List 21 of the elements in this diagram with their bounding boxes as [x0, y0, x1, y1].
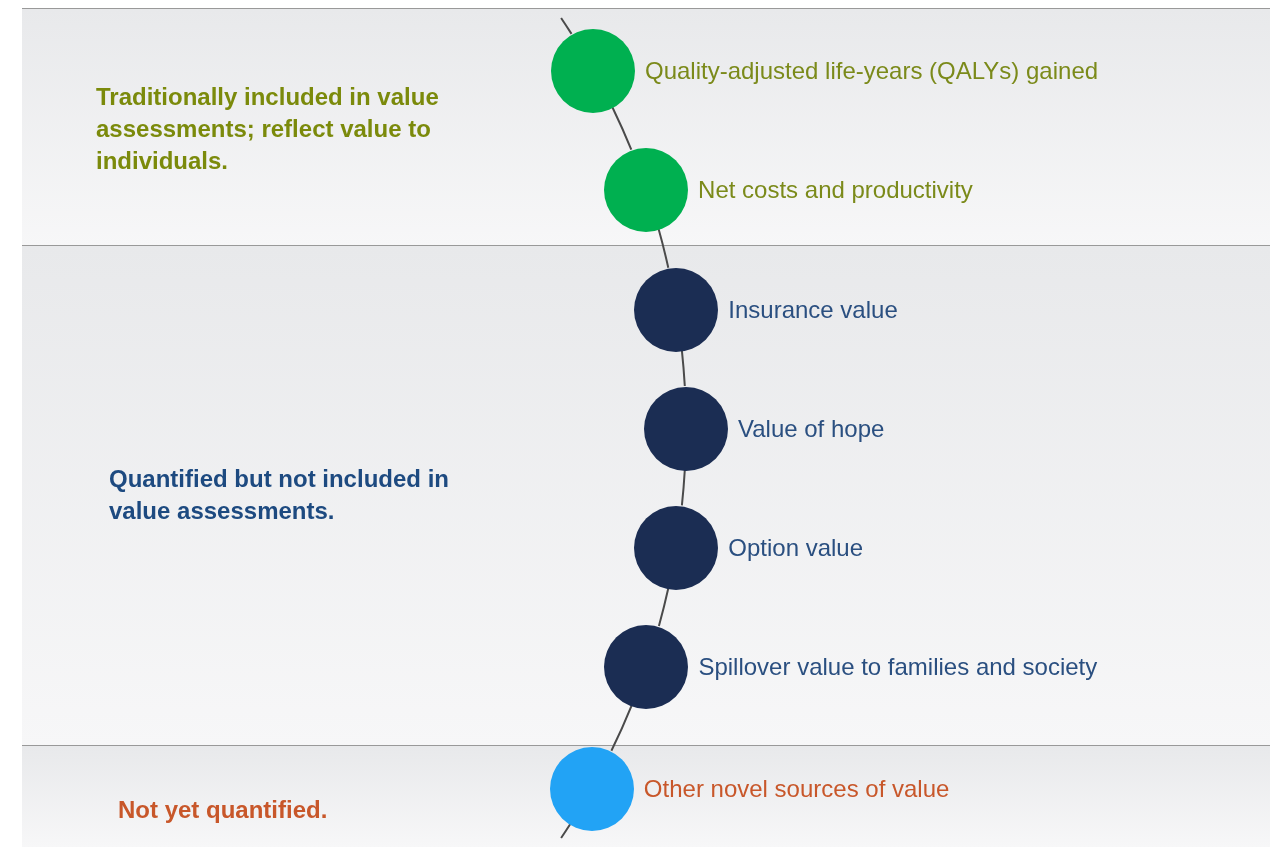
band-panel: [22, 245, 1270, 746]
value-label: Insurance value: [728, 296, 898, 324]
value-label: Net costs and productivity: [698, 176, 973, 204]
value-label: Value of hope: [738, 415, 885, 443]
band-heading: Not yet quantified.: [118, 795, 329, 825]
band-panel: [22, 8, 1270, 246]
band-heading: Quantified but not included in value assessments.: [109, 464, 450, 526]
value-label: Other novel sources of value: [643, 775, 950, 803]
band-panel: [22, 745, 1270, 847]
connector-curve: [680, 469, 686, 507]
connector-curve: [611, 106, 633, 151]
value-label: Option value: [728, 534, 864, 562]
connector-curve: [657, 228, 670, 269]
value-label: Spillover value to families and society: [698, 653, 1098, 681]
connector-curve: [680, 349, 686, 387]
connector-curve: [610, 704, 633, 752]
connector-curve: [560, 823, 572, 839]
connector-curve: [657, 587, 670, 627]
band-heading: Traditionally included in value assessments; reflect value to individuals.: [96, 82, 440, 176]
value-label: Quality-adjusted life-years (QALYs) gained: [645, 57, 1099, 85]
connector-curve: [560, 17, 573, 35]
